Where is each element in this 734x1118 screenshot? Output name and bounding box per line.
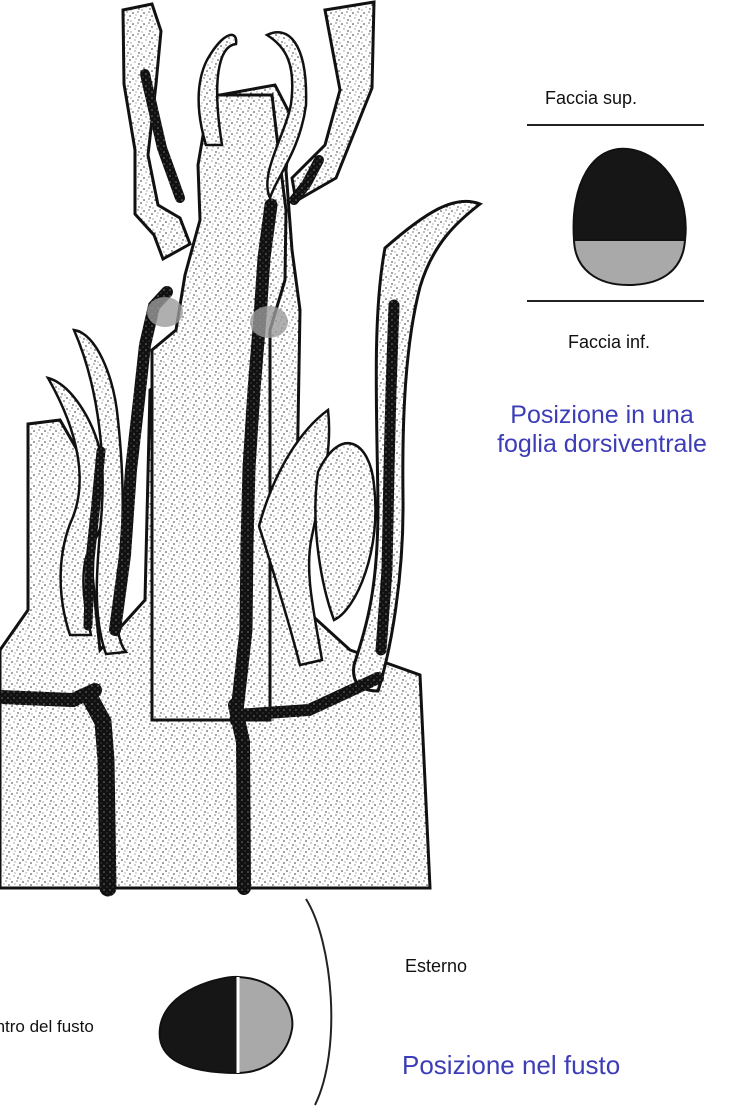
- stem-position-caption: Posizione nel fusto: [402, 1050, 632, 1081]
- right-node: [250, 306, 288, 338]
- stem-xylem-section: [160, 977, 238, 1073]
- leaf-xylem-section: [574, 149, 686, 240]
- upper-face-label: Faccia sup.: [545, 88, 637, 109]
- right-bud: [315, 443, 375, 620]
- stem-phloem-section: [238, 977, 292, 1073]
- external-label: Esterno: [405, 956, 467, 977]
- stem-outer-arc: [306, 899, 331, 1105]
- stem-center-label: entro del fusto: [0, 1016, 100, 1037]
- left-node: [147, 297, 183, 327]
- lower-face-label: Faccia inf.: [568, 332, 650, 353]
- right-long-leaf: [354, 201, 480, 691]
- leaf-phloem-section: [574, 240, 685, 285]
- leaf-position-caption: Posizione in una foglia dorsiventrale: [478, 401, 726, 460]
